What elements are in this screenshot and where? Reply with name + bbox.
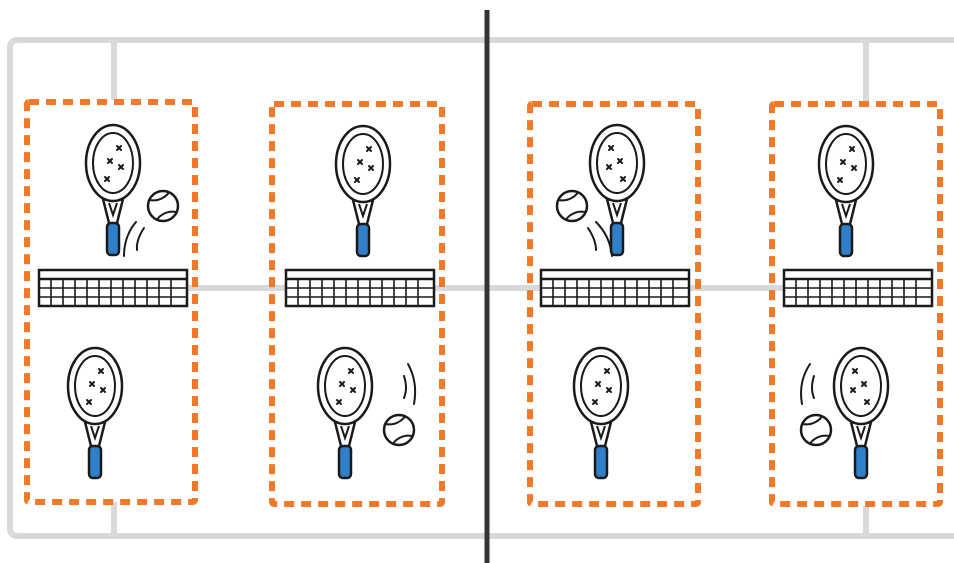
tennis-net-icon	[784, 270, 932, 306]
tennis-ball-icon	[384, 415, 414, 445]
tennis-racket-icon	[86, 125, 140, 255]
tennis-racket-icon	[68, 348, 122, 478]
tennis-racket-icon	[336, 126, 390, 256]
tennis-ball-icon	[557, 191, 587, 221]
tennis-ball-icon	[148, 191, 178, 221]
tennis-racket-icon	[819, 126, 873, 256]
panel-3	[530, 104, 698, 504]
tennis-racket-icon	[574, 348, 628, 478]
motion-lines-icon	[404, 364, 415, 404]
tennis-net-icon	[39, 270, 187, 306]
tennis-racket-icon	[834, 348, 888, 478]
motion-lines-icon	[801, 364, 814, 404]
motion-lines-icon	[588, 222, 612, 256]
motion-lines-icon	[124, 222, 144, 256]
tennis-ball-icon	[801, 415, 831, 445]
tennis-racket-icon	[590, 125, 644, 255]
panel-1	[27, 102, 195, 502]
panel-2	[272, 104, 442, 504]
tennis-net-icon	[541, 270, 689, 306]
panel-4	[772, 104, 940, 504]
tennis-net-icon	[286, 270, 434, 306]
tennis-racket-icon	[318, 348, 372, 478]
